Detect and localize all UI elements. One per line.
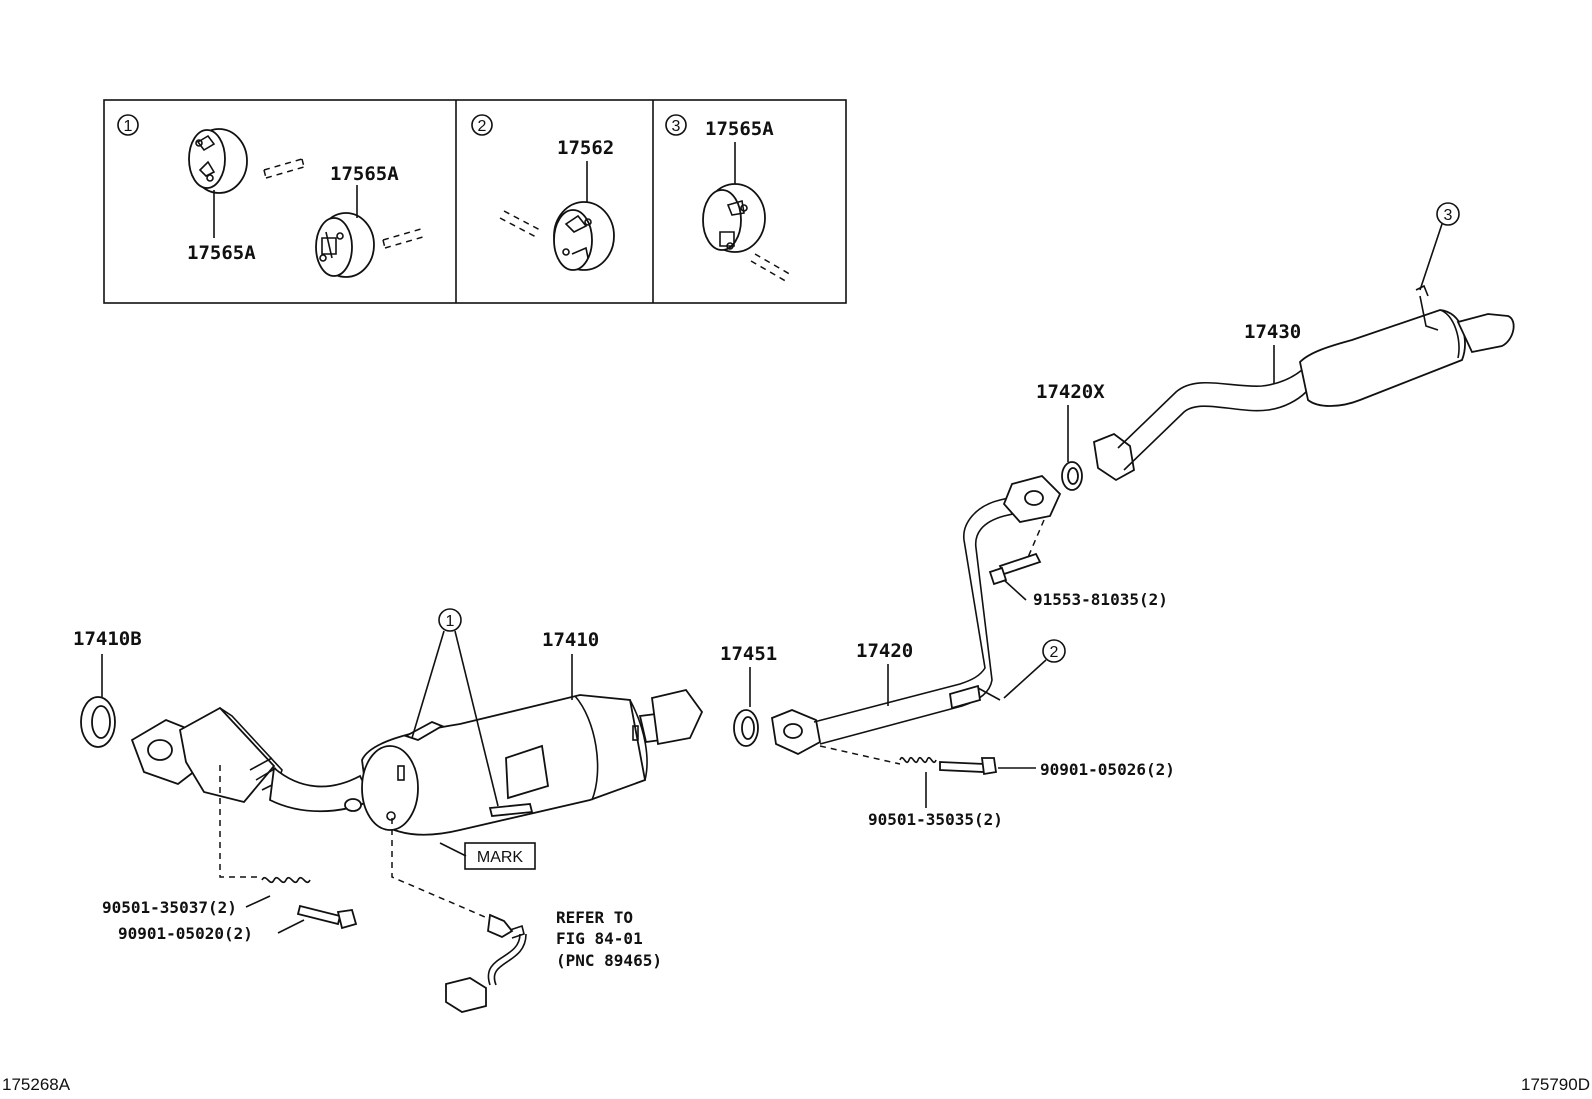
gasket-17410B-part: 17410B <box>73 628 142 748</box>
hanger-inset-box: 1 17565A 17565A 2 <box>103 99 847 304</box>
part-label-17420X: 17420X <box>1036 381 1105 403</box>
part-label-90901-05026: 90901-05026(2) <box>1040 760 1175 779</box>
inset-panel-2: 2 17562 <box>471 114 615 271</box>
part-label-90501-35037: 90501-35037(2) <box>102 898 237 917</box>
part-label-17410: 17410 <box>542 629 599 651</box>
gasket-17420X-part: 17420X <box>1036 381 1105 491</box>
flange-bolt-spring-set-left: 90501-35037(2) 90901-05020(2) <box>102 765 358 943</box>
panel-3-number: 3 <box>672 118 681 135</box>
panel-1-number: 1 <box>124 118 133 135</box>
footer-code-right: 175790D <box>1521 1075 1590 1094</box>
panel-2-number: 2 <box>478 118 487 135</box>
callout-2: 2 <box>1003 639 1066 699</box>
callout-3-number: 3 <box>1444 207 1453 224</box>
bolt-91553-part: 91553-81035(2) <box>988 519 1168 609</box>
flange-bolt-spring-set-right: 90901-05026(2) 90501-35035(2) <box>819 745 1175 829</box>
part-label-17562: 17562 <box>557 137 614 159</box>
reference-line-1: REFER TO <box>556 908 633 927</box>
gasket-17451-part: 17451 <box>720 643 777 747</box>
rubber-hanger-icon <box>702 183 766 253</box>
part-label-17451: 17451 <box>720 643 777 665</box>
front-pipe-converter-17410-part: 17410 <box>130 629 704 857</box>
oxygen-sensor-part: REFER TO FIG 84-01 (PNC 89465) <box>391 818 662 1013</box>
footer-code-left: 175268A <box>2 1075 71 1094</box>
part-label-17430: 17430 <box>1244 321 1301 343</box>
tailpipe-muffler-17430-part: 17430 <box>1093 284 1515 482</box>
reference-line-3: (PNC 89465) <box>556 951 662 970</box>
part-label-90901-05020: 90901-05020(2) <box>118 924 253 943</box>
part-label-17420: 17420 <box>856 640 913 662</box>
part-label-17565A-top: 17565A <box>330 163 399 185</box>
rubber-hanger-icon <box>188 128 248 194</box>
mark-label: MARK <box>477 849 524 866</box>
part-label-90501-35035: 90501-35035(2) <box>868 810 1003 829</box>
part-label-17565A-panel3: 17565A <box>705 118 774 140</box>
rubber-hanger-icon <box>553 201 615 271</box>
center-pipe-17420-part: 17420 <box>771 474 1062 756</box>
part-label-91553-81035: 91553-81035(2) <box>1033 590 1168 609</box>
part-label-17410B: 17410B <box>73 628 142 650</box>
callout-3: 3 <box>1419 202 1460 291</box>
callout-2-number: 2 <box>1050 644 1059 661</box>
callout-1-number: 1 <box>446 613 455 630</box>
callout-1: 1 <box>411 608 499 807</box>
part-label-17565A-bottom: 17565A <box>187 242 256 264</box>
mark-label-box: MARK <box>464 842 536 870</box>
inset-panel-1: 1 17565A 17565A <box>117 114 424 278</box>
reference-line-2: FIG 84-01 <box>556 929 643 948</box>
rubber-hanger-icon <box>315 212 375 278</box>
inset-panel-3: 3 17565A <box>665 114 794 284</box>
